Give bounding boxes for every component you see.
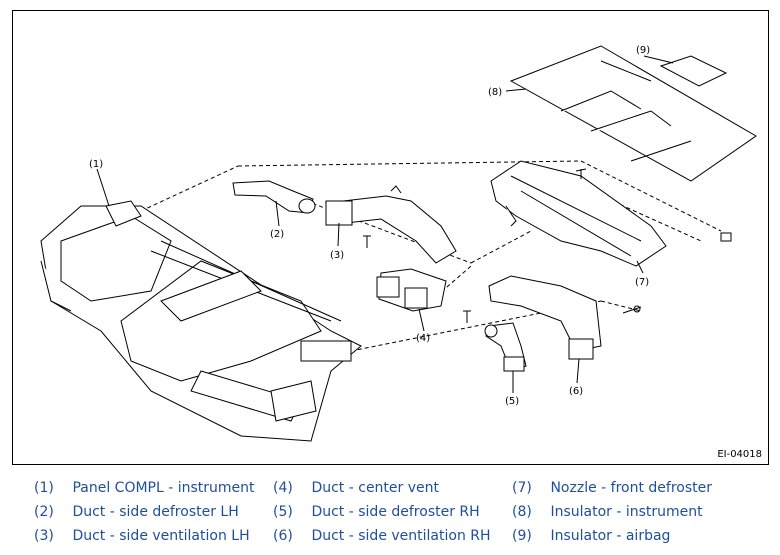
leader-lines [96, 55, 674, 393]
center-vent-shape [376, 268, 447, 312]
legend-item: (3) Duct - side ventilation LH [34, 528, 250, 544]
legend-number: (9) [512, 528, 532, 544]
legend-item: (5) Duct - side defroster RH [273, 504, 480, 520]
legend-label: Duct - side ventilation RH [311, 528, 491, 544]
legend-item: (7) Nozzle - front defroster [512, 480, 712, 496]
legend-label: Insulator - airbag [550, 528, 671, 544]
connector-7-shape [720, 232, 732, 242]
instrument-insulator-shape [509, 45, 757, 182]
callout-8: (8) [488, 87, 502, 98]
callout-5: (5) [505, 396, 519, 407]
callout-7: (7) [635, 277, 649, 288]
callout-9: (9) [636, 45, 650, 56]
figure-frame: (1) (2) (3) (4) (5) (6) (7) (8) (9) EI-0… [12, 10, 769, 465]
legend-item: (2) Duct - side defroster LH [34, 504, 239, 520]
callout-labels: (1) (2) (3) (4) (5) (6) (7) (8) (9) [89, 45, 650, 407]
side-ventilation-rh-shape [488, 275, 602, 360]
defroster-nozzle-shape [490, 160, 667, 267]
screw-6-shape [622, 305, 642, 314]
callout-3: (3) [330, 250, 344, 261]
legend-number: (7) [512, 480, 532, 496]
callout-1: (1) [89, 159, 103, 170]
airbag-insulator-shape [659, 55, 728, 87]
side-defroster-rh-shape [484, 322, 527, 372]
legend-number: (6) [273, 528, 293, 544]
legend-number: (2) [34, 504, 54, 520]
legend-label: Nozzle - front defroster [550, 480, 712, 496]
legend-label: Duct - side defroster LH [72, 504, 239, 520]
legend-label: Insulator - instrument [550, 504, 703, 520]
legend-item: (6) Duct - side ventilation RH [273, 528, 491, 544]
legend-number: (5) [273, 504, 293, 520]
instrument-panel-shape [40, 200, 362, 442]
legend-label: Panel COMPL - instrument [72, 480, 255, 496]
screw-4-shape [463, 310, 471, 323]
exploded-diagram: (1) (2) (3) (4) (5) (6) (7) (8) (9) [40, 45, 757, 442]
legend-item: (9) Insulator - airbag [512, 528, 670, 544]
side-ventilation-lh-shape [324, 185, 457, 264]
callout-6: (6) [569, 386, 583, 397]
legend-number: (4) [273, 480, 293, 496]
legend-label: Duct - side defroster RH [311, 504, 480, 520]
legend-item: (4) Duct - center vent [273, 480, 439, 496]
legend-label: Duct - side ventilation LH [72, 528, 250, 544]
legend-item: (8) Insulator - instrument [512, 504, 703, 520]
screw-3-shape [363, 235, 371, 248]
callout-2: (2) [270, 229, 284, 240]
callout-4: (4) [416, 333, 430, 344]
legend-number: (1) [34, 480, 54, 496]
legend-number: (8) [512, 504, 532, 520]
legend-item: (1) Panel COMPL - instrument [34, 480, 255, 496]
figure-id: EI-04018 [717, 449, 762, 460]
parts-legend: (1) Panel COMPL - instrument (2) Duct - … [0, 470, 780, 555]
side-defroster-lh-shape [232, 180, 316, 214]
legend-number: (3) [34, 528, 54, 544]
legend-label: Duct - center vent [311, 480, 439, 496]
